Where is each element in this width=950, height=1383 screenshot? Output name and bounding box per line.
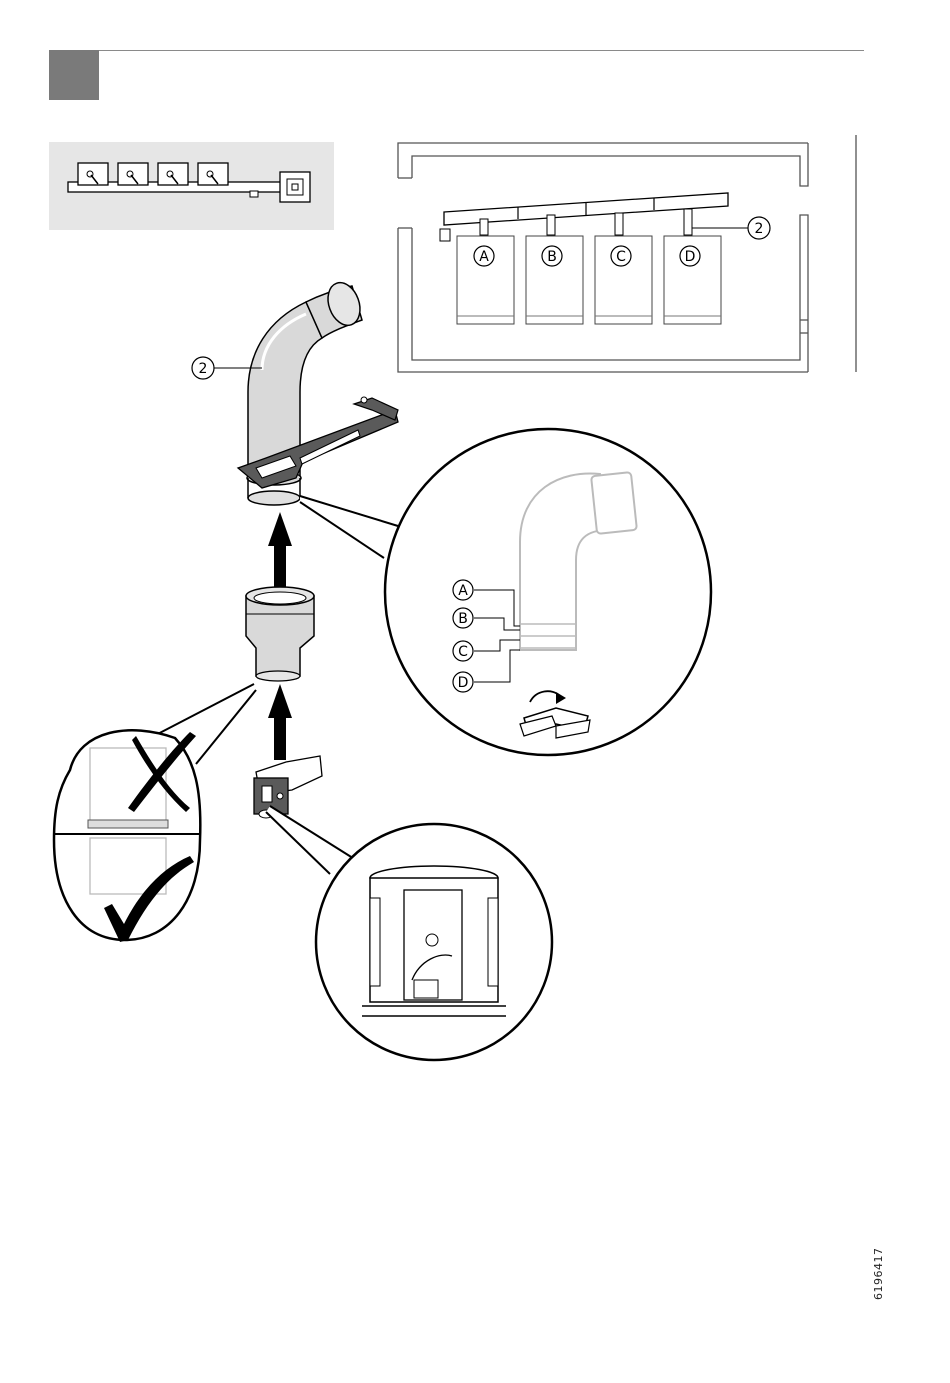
marking-label-c: C xyxy=(453,641,473,661)
svg-text:B: B xyxy=(458,611,468,627)
up-arrow-icon xyxy=(268,512,292,590)
detail-zoom-trap xyxy=(266,806,552,1060)
svg-text:2: 2 xyxy=(755,221,764,237)
detail-zoom-fitting-check xyxy=(54,684,256,940)
boiler-label-c: C xyxy=(611,246,631,266)
boiler-label-a: A xyxy=(474,246,494,266)
overview-header-rail xyxy=(68,163,310,202)
boiler-units xyxy=(457,209,721,324)
svg-text:2: 2 xyxy=(199,361,208,377)
marking-label-d: D xyxy=(453,672,473,692)
document-number: 6196417 xyxy=(872,1270,892,1300)
svg-text:C: C xyxy=(458,644,468,660)
svg-text:A: A xyxy=(458,583,468,599)
condensate-trap xyxy=(254,756,322,818)
svg-text:D: D xyxy=(458,675,469,691)
pipe-adapter xyxy=(246,587,314,681)
marking-label-a: A xyxy=(453,580,473,600)
svg-text:A: A xyxy=(479,249,489,265)
boiler-label-b: B xyxy=(542,246,562,266)
up-arrow-icon xyxy=(268,684,292,760)
svg-text:B: B xyxy=(547,249,557,265)
svg-text:C: C xyxy=(616,249,626,265)
marking-label-b: B xyxy=(453,608,473,628)
svg-text:D: D xyxy=(685,249,696,265)
detail-zoom-markings xyxy=(300,429,711,755)
boiler-label-d: D xyxy=(680,246,700,266)
